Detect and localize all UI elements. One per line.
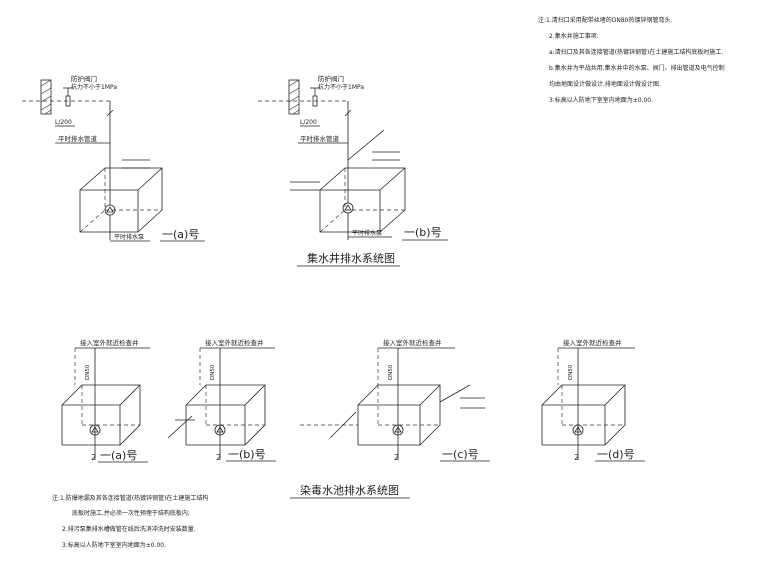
sump-box	[319, 167, 406, 233]
pump-label: 平时排水泵	[352, 229, 382, 237]
wall-block	[288, 79, 300, 115]
slope-label: L/200	[55, 119, 72, 126]
valve-label: 防护阀门	[318, 74, 344, 83]
dim-c: 2	[394, 453, 399, 462]
pipe-label: 平时排水管道	[58, 134, 98, 143]
decon-diagram-c: 接入室外就近检查井 DN50 2 一(c)号	[300, 338, 490, 462]
pipe-size-a: DN50	[85, 364, 91, 380]
sump-id-a: 一(a)号	[162, 228, 199, 241]
sump-box	[79, 167, 163, 233]
slope-label: L/200	[300, 119, 317, 126]
note-top-2: 2.集水井施工事项:	[549, 32, 599, 40]
pool-box	[541, 384, 626, 446]
decon-diagram-d: 接入室外就近检查井 DN50 2 一(d)号	[541, 338, 645, 462]
decon-diagram-a: 接入室外就近检查井 DN50 2 一(a)号	[61, 338, 150, 463]
notes-bottom: 注:1.防爆地漏及其各连接管道(热镀锌钢管)在土建施工结构 底板时施工,并必须一…	[52, 494, 208, 549]
decon-title: 染毒水池排水系统图	[300, 483, 399, 497]
decon-id-a: 一(a)号	[100, 449, 137, 462]
note-top-3: a:清扫口及其各连接管道(热镀锌钢管)在土建施工结构底板时施工.	[549, 48, 723, 56]
pipe-size-d: DN50	[568, 364, 574, 380]
note-top-1: 注:1.清扫口采用配带丝堵的DN80热镀锌钢管弯头.	[538, 16, 672, 24]
decon-label-d: 接入室外就近检查井	[563, 338, 622, 347]
decon-id-d: 一(d)号	[597, 448, 635, 461]
sump-diagram-a: 防护阀门 抗力不小于1MPa L/200 平时排水管道 平时排水泵 一(a)号	[22, 74, 205, 242]
pressure-label: 抗力不小于1MPa	[71, 83, 117, 91]
note-bottom-1: 注:1.防爆地漏及其各连接管道(热镀锌钢管)在土建施工结构	[52, 494, 208, 502]
pressure-label: 抗力不小于1MPa	[318, 83, 364, 91]
decon-label-c: 接入室外就近检查井	[383, 338, 442, 347]
decon-id-b: 一(b)号	[228, 448, 266, 461]
dim-d: 2	[574, 453, 579, 462]
pipe-size-b: DN50	[210, 364, 216, 380]
sump-title: 集水井排水系统图	[307, 251, 395, 265]
note-bottom-4: 3.标高以人防地下室室内地面为±0.00.	[62, 541, 166, 549]
sump-id-b: 一(b)号	[404, 226, 442, 239]
notes-top: 注:1.清扫口采用配带丝堵的DN80热镀锌钢管弯头. 2.集水井施工事项: a:…	[538, 16, 725, 104]
valve-label: 防护阀门	[71, 74, 97, 83]
note-top-4: b.集水井为平战共用,集水井中的水泵、阀门、排出管道及电气控制	[549, 64, 725, 72]
note-bottom-3: 2.排污泵集排水槽做管在线后洗消冲洗时安装数量.	[62, 525, 196, 533]
note-top-6: 3.标高以人防地下室室内地面为±0.00.	[549, 96, 653, 104]
pool-box	[61, 384, 141, 446]
dim-a: 2	[91, 453, 96, 462]
dim-b: 2	[216, 453, 221, 462]
pipe-label: 平时排水管道	[300, 134, 340, 143]
decon-id-c: 一(c)号	[442, 448, 479, 461]
note-bottom-2: 底板时施工,并必须一次性预埋于结构底板内;	[72, 509, 190, 517]
pump-label: 平时排水泵	[114, 233, 144, 241]
pool-box	[357, 384, 441, 446]
decon-diagram-b: 接入室外就近检查井 DN50 2 一(b)号	[167, 338, 276, 462]
decon-label-a: 接入室外就近检查井	[80, 338, 139, 347]
pool-box	[185, 384, 266, 446]
decon-label-b: 接入室外就近检查井	[205, 338, 264, 347]
pipe-size-c: DN50	[388, 364, 394, 380]
wall-block	[40, 79, 52, 115]
note-top-5: 均由地面设计做设计,排地面设计做设计图.	[549, 80, 661, 88]
sump-diagram-b: 防护阀门 抗力不小于1MPa L/200 平时排水管道 平时排水泵 一(b)号	[258, 74, 448, 241]
